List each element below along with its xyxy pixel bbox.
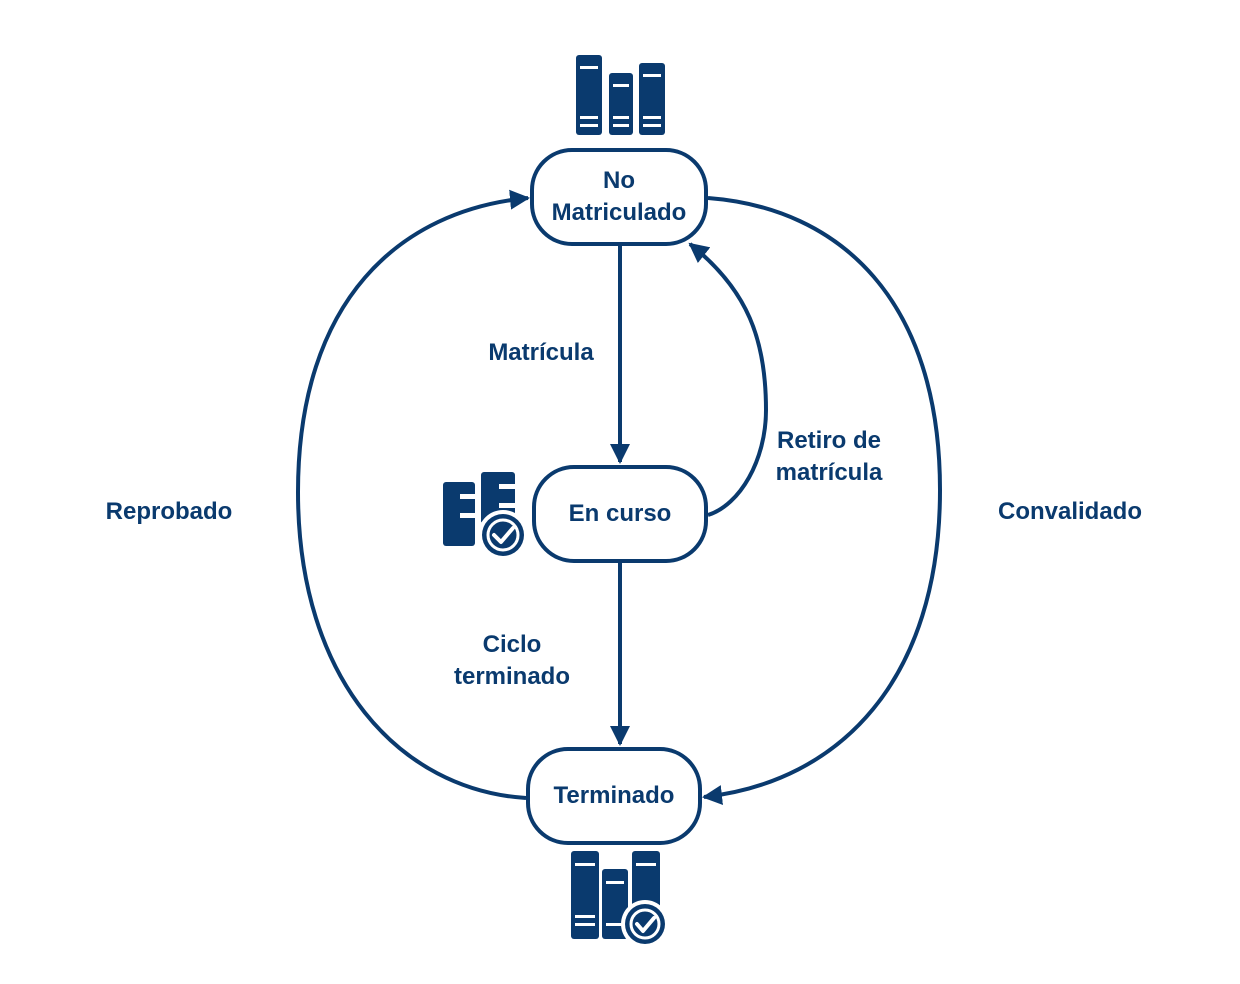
edge-convalidado [702,196,943,805]
edge-retiro-de-matricula [688,242,769,517]
state-label: Terminado [553,782,675,809]
edge-label-matricula: Matrícula [488,339,594,366]
books-check-icon [571,851,669,948]
checklist-icon [443,472,528,560]
books-icon [576,55,665,135]
edge-label-ciclo-terminado: Ciclo terminado [453,631,570,690]
state-terminado: Terminado [526,747,702,845]
state-no-matriculado: No Matriculado [530,148,708,246]
state-en-curso: En curso [532,465,708,563]
edge-label-reprobado: Reprobado [105,498,233,525]
edge-label-convalidado: Convalidado [997,498,1142,525]
state-label: En curso [568,500,672,527]
edge-reprobado [295,189,530,800]
state-label: No Matriculado [551,167,687,226]
edge-label-retiro-de-matricula: Retiro de matrícula [775,427,883,486]
